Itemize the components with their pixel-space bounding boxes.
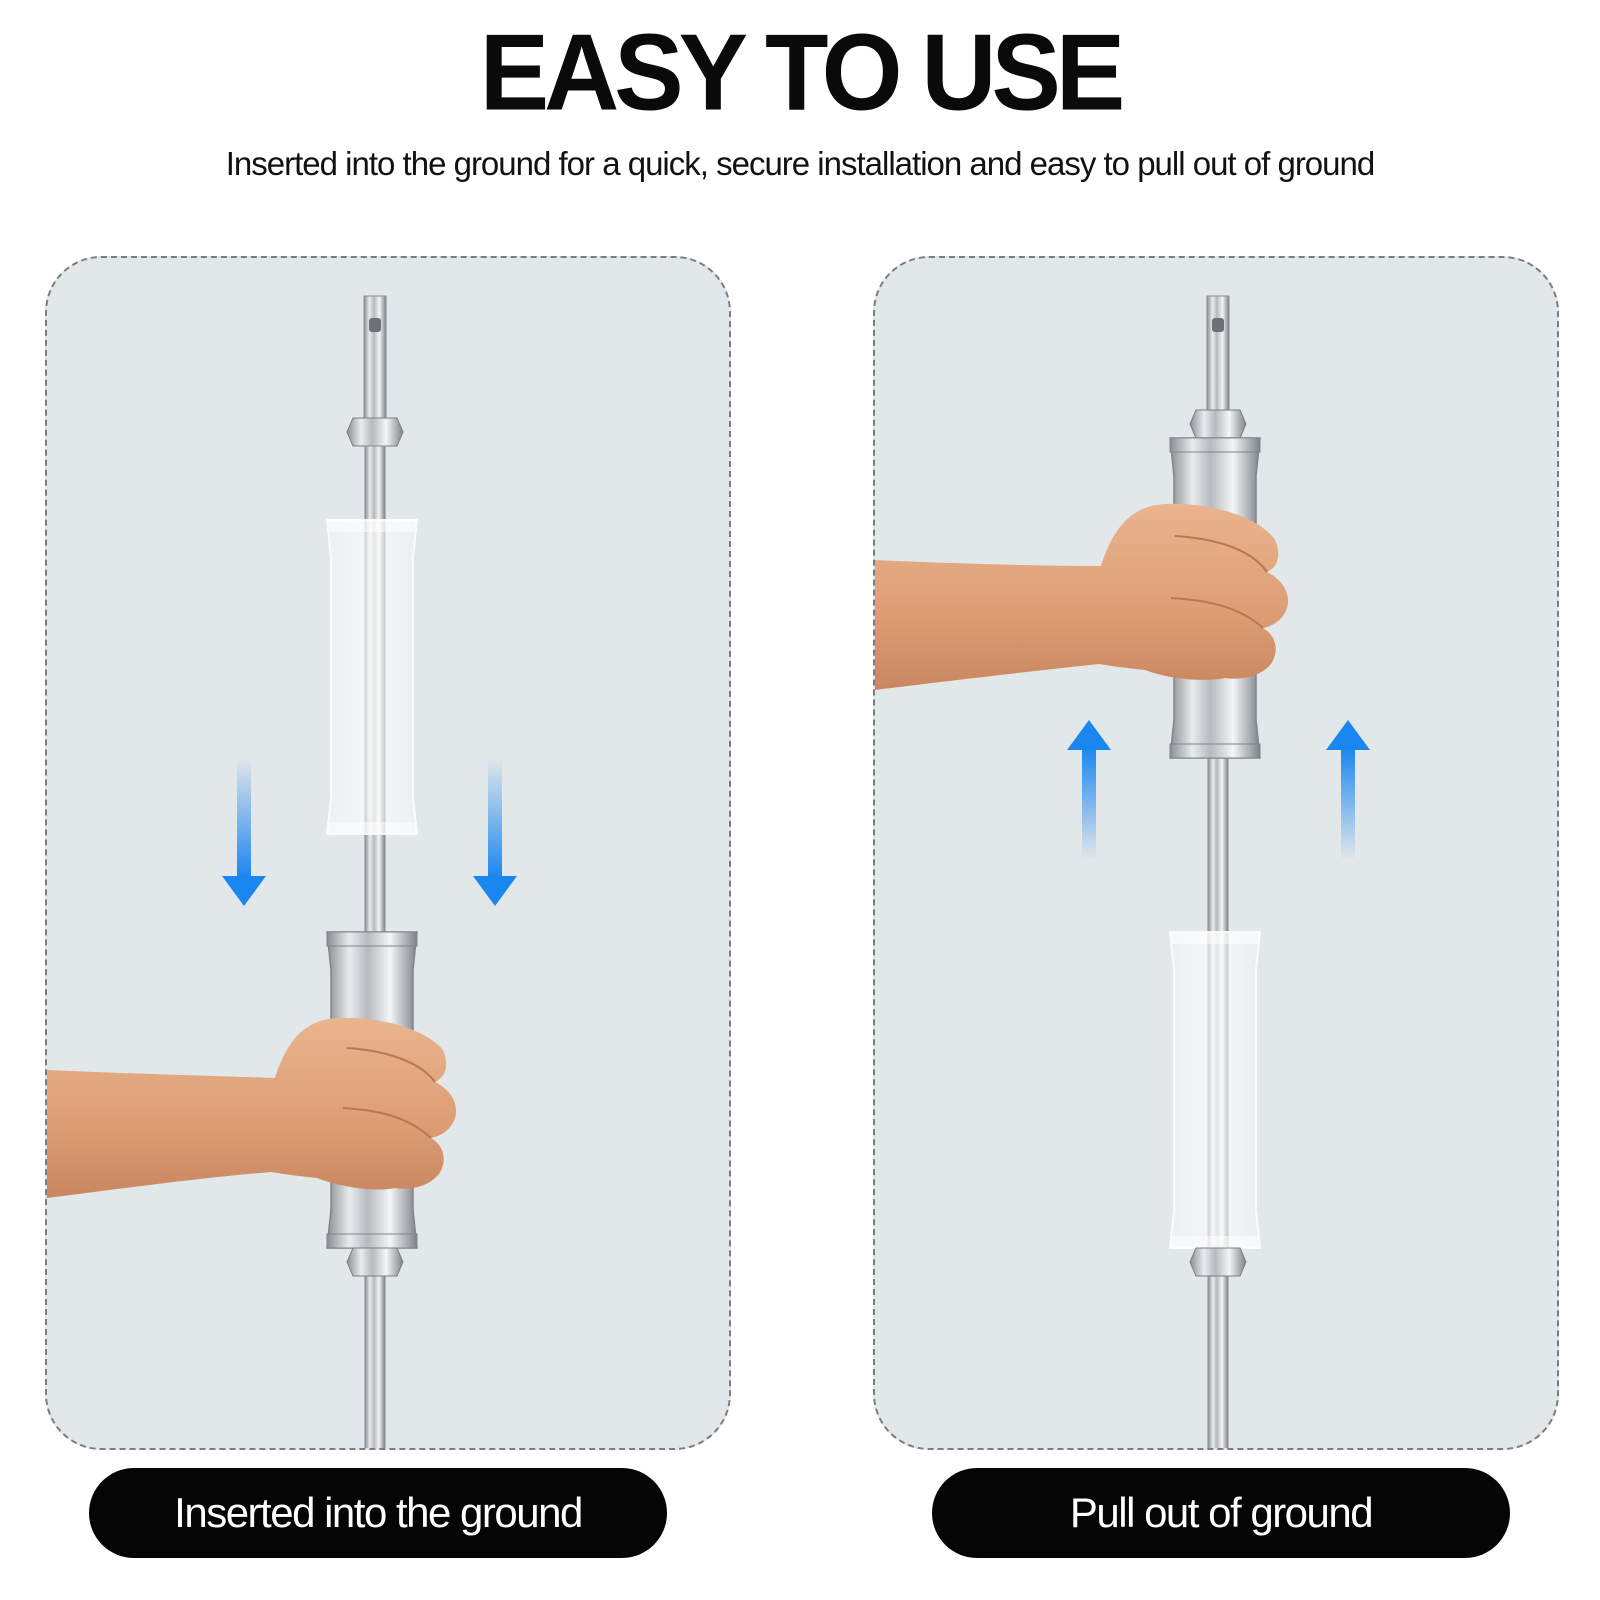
- arrow-up-icon: [1067, 720, 1111, 860]
- hand-gripping-handle: [875, 503, 1289, 690]
- slide-hammer-ghost: [325, 519, 419, 835]
- page-title: EASY TO USE: [479, 12, 1126, 134]
- insert-illustration-panel: [45, 256, 731, 1450]
- slide-hammer-ghost: [1168, 931, 1262, 1277]
- stake-rod: [346, 295, 404, 1448]
- insert-illustration: [47, 295, 517, 1448]
- page-subtitle: Inserted into the ground for a quick, se…: [225, 145, 1375, 182]
- arrow-down-icon: [222, 758, 266, 906]
- pull-illustration-panel: [873, 256, 1559, 1450]
- hand-gripping-handle: [47, 1017, 457, 1198]
- caption-insert: Inserted into the ground: [89, 1468, 667, 1558]
- pull-illustration: [875, 295, 1370, 1448]
- arrow-up-icon: [1326, 720, 1370, 860]
- arrow-down-icon: [473, 758, 517, 906]
- caption-pull: Pull out of ground: [932, 1468, 1510, 1558]
